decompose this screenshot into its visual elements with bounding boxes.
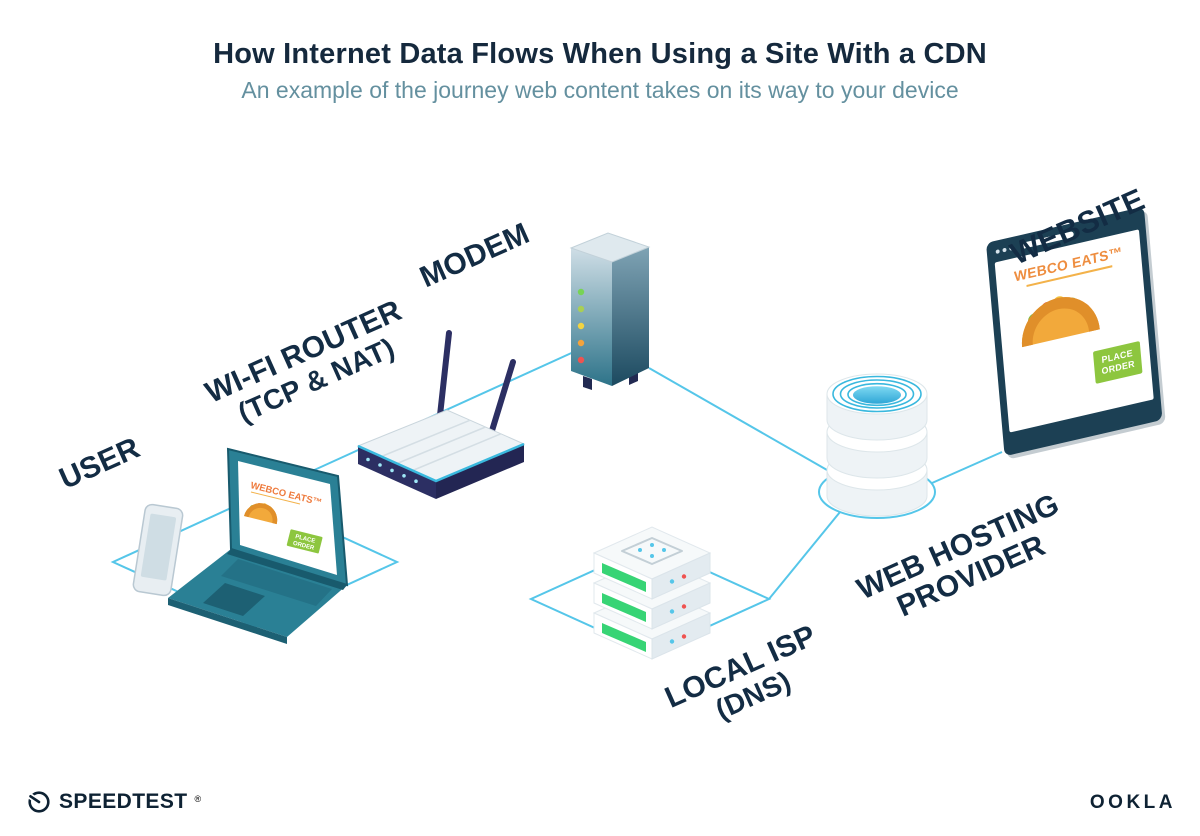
website-browser: WEBCO EATS™ PLACE ORDER	[986, 206, 1163, 457]
svg-text:PLACE: PLACE	[295, 534, 316, 545]
laptop-device: WEBCO EATS™ PLACE ORDER	[132, 447, 349, 644]
taco-icon	[244, 503, 278, 525]
speedtest-logo: SPEEDTEST ®	[26, 789, 201, 815]
isp-server-device	[592, 526, 712, 660]
speedtest-wordmark: SPEEDTEST	[59, 790, 188, 813]
hosting-database-device	[826, 373, 928, 517]
place-order-button: PLACE ORDER	[1092, 341, 1143, 384]
taco-icon	[1021, 296, 1100, 348]
svg-text:ORDER: ORDER	[292, 541, 315, 552]
phone-device	[132, 503, 184, 597]
browser-content: WEBCO EATS™ PLACE ORDER	[994, 229, 1154, 433]
modem-device	[569, 232, 651, 390]
router-device	[356, 330, 526, 499]
laptop-order-badge: PLACE ORDER	[286, 529, 323, 554]
ookla-logo: OOKLA	[1089, 792, 1176, 813]
page-title: How Internet Data Flows When Using a Sit…	[213, 38, 987, 70]
modem-leds	[577, 288, 585, 364]
registered-mark: ®	[194, 794, 202, 804]
line-hosting-to-website	[931, 451, 1003, 484]
line-isp-to-hosting	[768, 511, 841, 600]
line-modem-to-hosting	[648, 367, 835, 475]
page-subtitle: An example of the journey web content ta…	[241, 77, 959, 103]
speedtest-gauge-icon	[28, 791, 50, 813]
